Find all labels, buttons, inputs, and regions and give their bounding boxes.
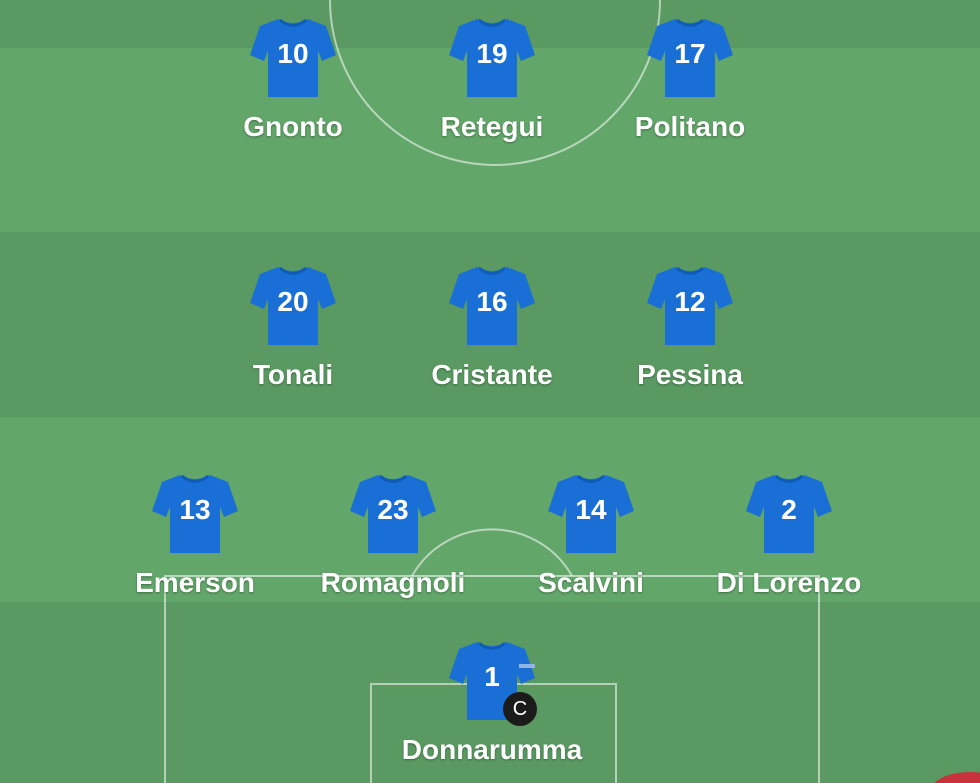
player-name: Tonali bbox=[252, 359, 334, 390]
player-name: Donnarumma bbox=[401, 734, 583, 765]
player-tonali[interactable]: 20 Tonali bbox=[183, 265, 403, 391]
jersey-icon: 20 bbox=[250, 265, 336, 347]
player-politano[interactable]: 17 Politano bbox=[580, 17, 800, 143]
shirt-number: 12 bbox=[674, 286, 706, 317]
player-name: Scalvini bbox=[538, 567, 644, 598]
shirt-number: 17 bbox=[674, 38, 706, 69]
shirt-number: 14 bbox=[575, 494, 607, 525]
player-di-lorenzo[interactable]: 2 Di Lorenzo bbox=[679, 473, 899, 599]
player-scalvini[interactable]: 14 Scalvini bbox=[481, 473, 701, 599]
jersey-icon: 16 bbox=[449, 265, 535, 347]
jersey-icon: 14 bbox=[548, 473, 634, 555]
shirt-number: 2 bbox=[781, 494, 797, 525]
jersey-icon: 17 bbox=[647, 17, 733, 99]
jersey-icon: 2 bbox=[746, 473, 832, 555]
player-name: Emerson bbox=[135, 567, 255, 598]
shirt-number: 23 bbox=[377, 494, 409, 525]
jersey-icon: 13 bbox=[152, 473, 238, 555]
penalty-area bbox=[164, 575, 820, 783]
player-name: Romagnoli bbox=[320, 567, 466, 598]
player-name: Retegui bbox=[440, 111, 544, 142]
captain-badge-icon: C bbox=[503, 692, 537, 726]
shirt-number: 1 bbox=[484, 661, 500, 692]
player-romagnoli[interactable]: 23 Romagnoli bbox=[283, 473, 503, 599]
jersey-icon: 19 bbox=[449, 17, 535, 99]
player-cristante[interactable]: 16 Cristante bbox=[382, 265, 602, 391]
shirt-number: 16 bbox=[476, 286, 508, 317]
shirt-number: 19 bbox=[476, 38, 508, 69]
player-name: Pessina bbox=[637, 359, 743, 390]
jersey-icon: 23 bbox=[350, 473, 436, 555]
shirt-number: 20 bbox=[277, 286, 309, 317]
player-pessina[interactable]: 12 Pessina bbox=[580, 265, 800, 391]
shirt-number: 13 bbox=[179, 494, 211, 525]
jersey-icon: 12 bbox=[647, 265, 733, 347]
shirt-number: 10 bbox=[277, 38, 309, 69]
player-name: Gnonto bbox=[243, 111, 343, 142]
player-name: Politano bbox=[634, 111, 746, 142]
player-gnonto[interactable]: 10 Gnonto bbox=[183, 17, 403, 143]
player-emerson[interactable]: 13 Emerson bbox=[85, 473, 305, 599]
penalty-arc bbox=[411, 528, 573, 577]
player-name: Cristante bbox=[431, 359, 553, 390]
jersey-icon: 1 C bbox=[449, 640, 537, 726]
player-retegui[interactable]: 19 Retegui bbox=[382, 17, 602, 143]
center-circle bbox=[329, 0, 661, 166]
player-name: Di Lorenzo bbox=[716, 567, 862, 598]
player-donnarumma[interactable]: 1 C Donnarumma bbox=[382, 640, 602, 766]
corner-decoration bbox=[930, 772, 980, 783]
jersey-icon: 10 bbox=[250, 17, 336, 99]
